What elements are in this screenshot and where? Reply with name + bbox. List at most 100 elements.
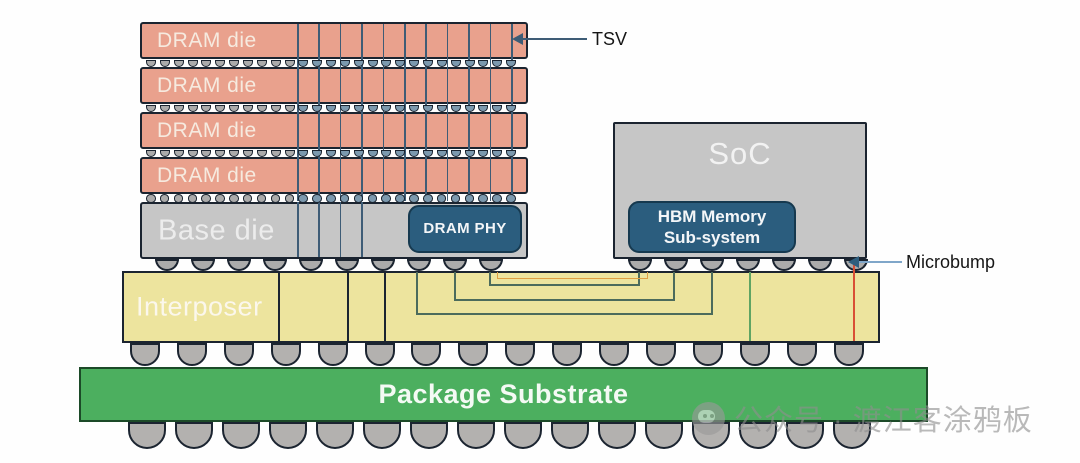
dram-die-2: DRAM die [140, 67, 528, 104]
interdie-microbump [367, 194, 378, 203]
interposer-divider-line [278, 272, 280, 341]
interdie-microbump [423, 104, 433, 112]
bga-ball [269, 422, 307, 449]
interdie-microbump [229, 149, 240, 157]
routing-trace-outer [416, 272, 713, 315]
base-die-microbump [443, 259, 467, 271]
interdie-microbump [506, 59, 517, 67]
interdie-microbump [312, 149, 323, 157]
c4-bump [505, 343, 536, 366]
soc-microbump [664, 259, 688, 271]
interdie-microbump [298, 149, 309, 157]
tsv-line [361, 24, 363, 201]
interposer-label: Interposer [136, 291, 263, 322]
interdie-microbump [284, 104, 295, 112]
red-via-line [853, 261, 855, 341]
interdie-microbump [339, 149, 350, 157]
interdie-microbump [326, 59, 337, 67]
interdie-microbump [464, 104, 475, 112]
microbump-arrow-line [857, 261, 902, 263]
dram-die-4-label: DRAM die [157, 163, 257, 187]
interdie-microbump [450, 194, 461, 203]
bga-ball [645, 422, 683, 449]
interdie-microbump [284, 149, 295, 157]
bga-ball [316, 422, 354, 449]
interdie-microbump [229, 59, 240, 67]
soc-microbump [628, 259, 652, 271]
tsv-line [339, 24, 342, 201]
interdie-microbump [478, 104, 489, 112]
dram-die-3-label: DRAM die [157, 118, 257, 142]
bga-ball [363, 422, 401, 449]
tsv-line [425, 24, 427, 201]
interdie-microbump [506, 104, 517, 112]
green-via-line [749, 272, 751, 341]
interdie-microbump [159, 59, 170, 67]
interdie-microbump [187, 59, 198, 67]
interposer-divider-line [384, 272, 386, 341]
interdie-microbump [367, 149, 378, 157]
interdie-microbump [173, 149, 184, 157]
interdie-microbump [270, 149, 281, 157]
interdie-microbump [409, 149, 420, 157]
hbm-subsystem-label-line2: Sub-system [663, 228, 761, 247]
interdie-microbump [478, 59, 489, 67]
dram-die-4: DRAM die [140, 157, 528, 194]
c4-bump [270, 343, 301, 366]
interdie-microbump [436, 194, 447, 203]
interdie-microbump [298, 104, 309, 112]
tsv-line [489, 24, 492, 201]
bga-ball [598, 422, 636, 449]
watermark: 公众号 · 渡江客涂鸦板 [692, 397, 1033, 439]
c4-bump [364, 343, 395, 366]
interdie-microbump [478, 149, 489, 157]
interdie-microbump [146, 194, 156, 203]
interdie-microbump [173, 194, 184, 203]
soc-microbump [700, 259, 724, 271]
interdie-microbump [256, 149, 267, 157]
c4-bump [739, 343, 770, 366]
interdie-microbump [146, 59, 156, 67]
bga-ball [504, 422, 542, 449]
soc-microbump [736, 259, 760, 271]
interdie-microbump [215, 104, 226, 112]
interdie-microbump [381, 104, 392, 112]
interdie-microbump [436, 59, 447, 67]
package-substrate: Package Substrate [79, 367, 928, 422]
interdie-microbump [146, 104, 156, 112]
base-die-label: Base die [158, 214, 275, 246]
interdie-microbump [270, 194, 281, 203]
interdie-microbump [409, 104, 420, 112]
interdie-microbump [159, 194, 170, 203]
tsv-line-base-die [297, 202, 299, 257]
bga-ball [786, 422, 824, 449]
interdie-microbump [395, 149, 406, 157]
interdie-microbump [242, 59, 253, 67]
interdie-microbump [270, 59, 281, 67]
interdie-microbump [173, 104, 184, 112]
base-die-microbump [299, 259, 323, 271]
base-die-microbump [263, 259, 287, 271]
base-die-microbump [155, 259, 179, 271]
base-die-microbump [191, 259, 215, 271]
base-die-microbump [371, 259, 395, 271]
interdie-microbump [450, 149, 461, 157]
interdie-microbump [284, 59, 295, 67]
interdie-microbump [215, 194, 225, 203]
interdie-microbump [353, 104, 364, 112]
interdie-microbump [173, 59, 184, 67]
bga-ball [222, 422, 260, 449]
c4-bump [833, 343, 864, 366]
interdie-microbump [201, 194, 211, 203]
dram-phy-block: DRAM PHY [408, 205, 522, 253]
interdie-microbump [436, 104, 447, 112]
interdie-microbump [256, 104, 267, 112]
interdie-microbump [478, 194, 488, 203]
tsv-line-base-die [361, 202, 363, 257]
tsv-arrow-line [521, 38, 587, 40]
c4-bump [411, 343, 442, 366]
tsv-line [468, 24, 470, 201]
interdie-microbump [326, 149, 337, 157]
package-substrate-label: Package Substrate [378, 378, 629, 409]
c4-bump [317, 343, 348, 366]
